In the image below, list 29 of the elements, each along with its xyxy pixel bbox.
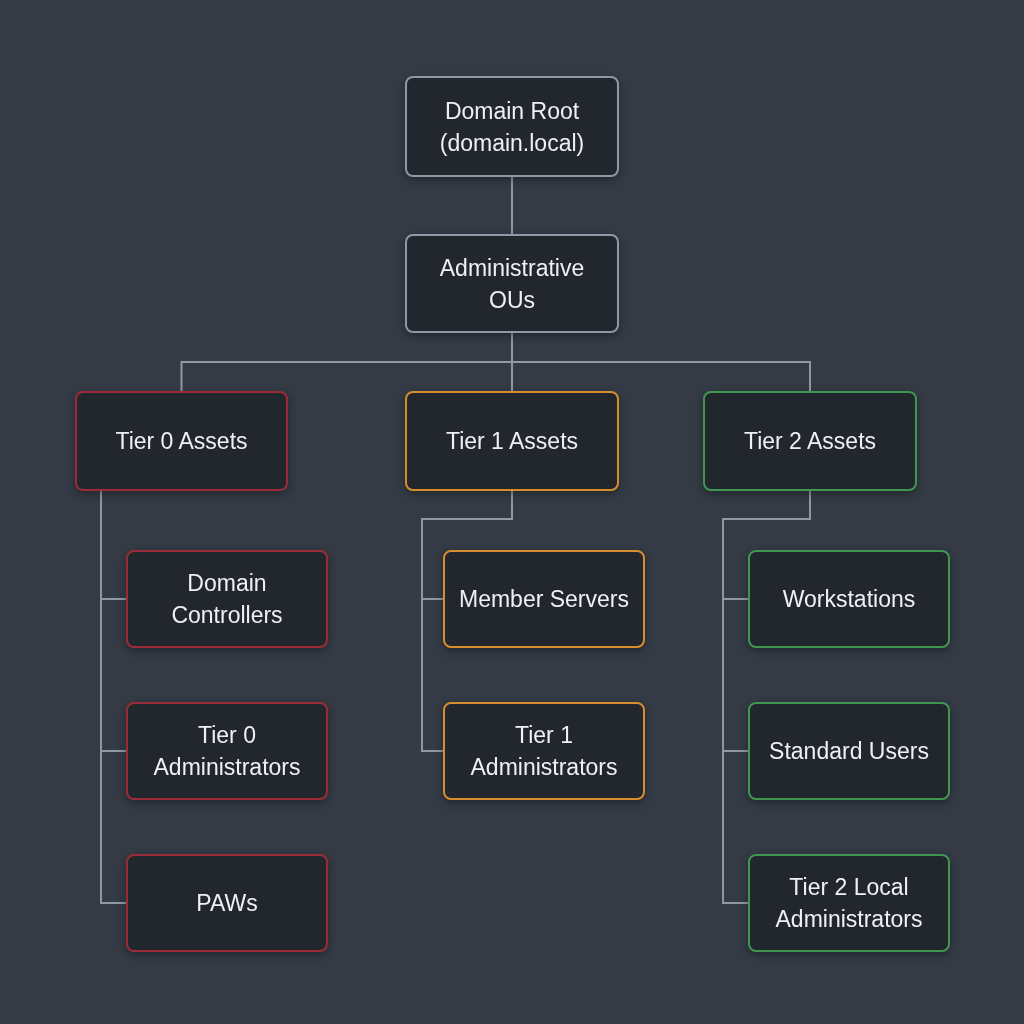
ou-box bbox=[405, 391, 619, 491]
connector-line bbox=[511, 176, 513, 235]
ou-label: Tier 0 Assets bbox=[115, 427, 248, 456]
ou-label: PAWs bbox=[196, 889, 258, 918]
ou-box bbox=[748, 550, 950, 648]
ou-label: Tier 2 Assets bbox=[743, 427, 877, 456]
ou-label: Workstations bbox=[782, 585, 916, 614]
ou-label: Standard Users bbox=[769, 737, 929, 766]
ou-box bbox=[443, 702, 645, 800]
ou-box bbox=[126, 550, 328, 648]
ou-box bbox=[703, 391, 917, 491]
ou-box bbox=[748, 854, 950, 952]
ou-label: Tier 1 Assets bbox=[445, 427, 579, 456]
ou-label: Administrative OUs bbox=[438, 253, 586, 315]
ou-label: Tier 2 Local Administrators bbox=[774, 873, 924, 934]
ou-box bbox=[126, 854, 328, 952]
ou-label: Member Servers bbox=[459, 585, 629, 614]
ou-label: Domain Root (domain.local) bbox=[438, 96, 586, 158]
ou-box bbox=[405, 76, 619, 177]
ou-box bbox=[748, 702, 950, 800]
connector-line bbox=[511, 332, 811, 392]
ou-label: Tier 0 Administrators bbox=[152, 721, 302, 782]
ou-label: Domain Controllers bbox=[170, 569, 284, 630]
ou-box bbox=[443, 550, 645, 648]
ou-label: Tier 1 Administrators bbox=[469, 721, 619, 782]
ou-box bbox=[126, 702, 328, 800]
connector-line bbox=[421, 490, 513, 752]
ou-box bbox=[405, 234, 619, 333]
ou-box bbox=[75, 391, 288, 491]
